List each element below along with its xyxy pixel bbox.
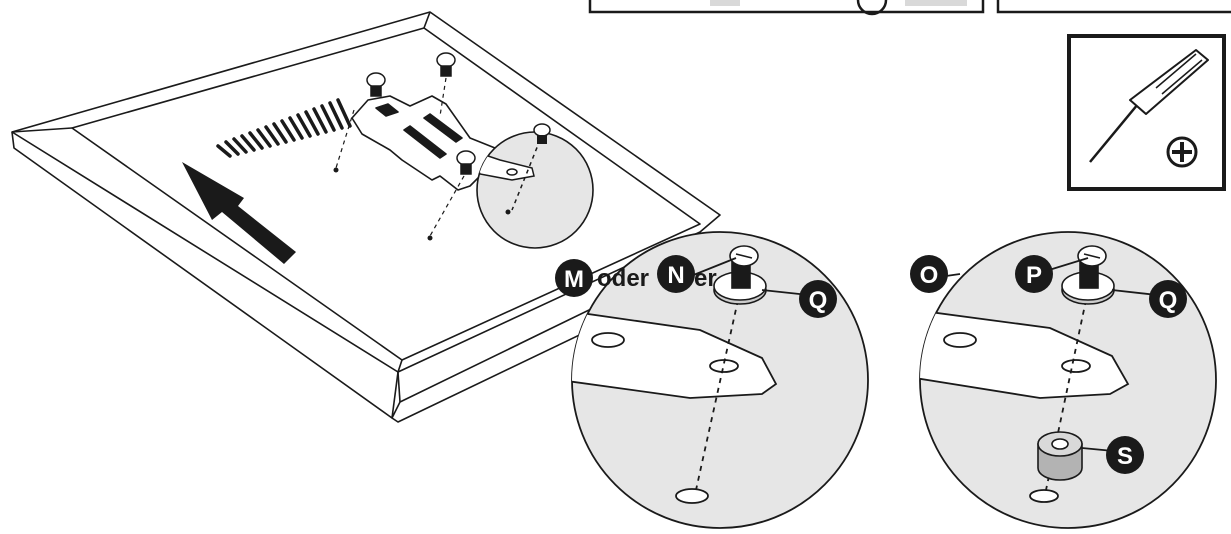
label-m-text: M xyxy=(564,266,584,293)
connector-text-tail: er xyxy=(694,265,717,292)
connector-text: oder xyxy=(597,265,649,292)
label-q-right: Q xyxy=(1149,280,1187,318)
label-p-text: P xyxy=(1026,262,1042,289)
screwdriver-icon xyxy=(1089,49,1209,163)
top-panel-fragments xyxy=(588,0,1231,16)
tool-box xyxy=(1067,34,1226,191)
screw-and-washer-left xyxy=(713,245,767,305)
label-q-left: Q xyxy=(799,280,837,318)
direction-arrow xyxy=(182,162,296,264)
label-q-left-text: Q xyxy=(809,287,828,314)
bracket-screws xyxy=(366,52,476,175)
label-s-text: S xyxy=(1117,443,1133,470)
label-o-text: O xyxy=(920,262,939,289)
vent-slots xyxy=(216,98,352,158)
detail-callout-small xyxy=(476,123,594,249)
label-o: O xyxy=(910,255,948,293)
label-q-right-text: Q xyxy=(1159,287,1178,314)
detail-circle-left xyxy=(571,231,869,529)
phillips-icon xyxy=(1166,136,1198,168)
label-n-text: N xyxy=(667,262,684,289)
label-p: P xyxy=(1015,255,1053,293)
screw-and-washer-right xyxy=(1061,245,1115,305)
label-m: M xyxy=(555,259,593,297)
screw-guide-lines xyxy=(335,77,465,237)
detail-circle-right xyxy=(919,231,1217,529)
label-s: S xyxy=(1106,436,1144,474)
label-n: N xyxy=(657,255,695,293)
spacer-s xyxy=(1037,431,1083,481)
monitor-holes xyxy=(333,167,433,241)
